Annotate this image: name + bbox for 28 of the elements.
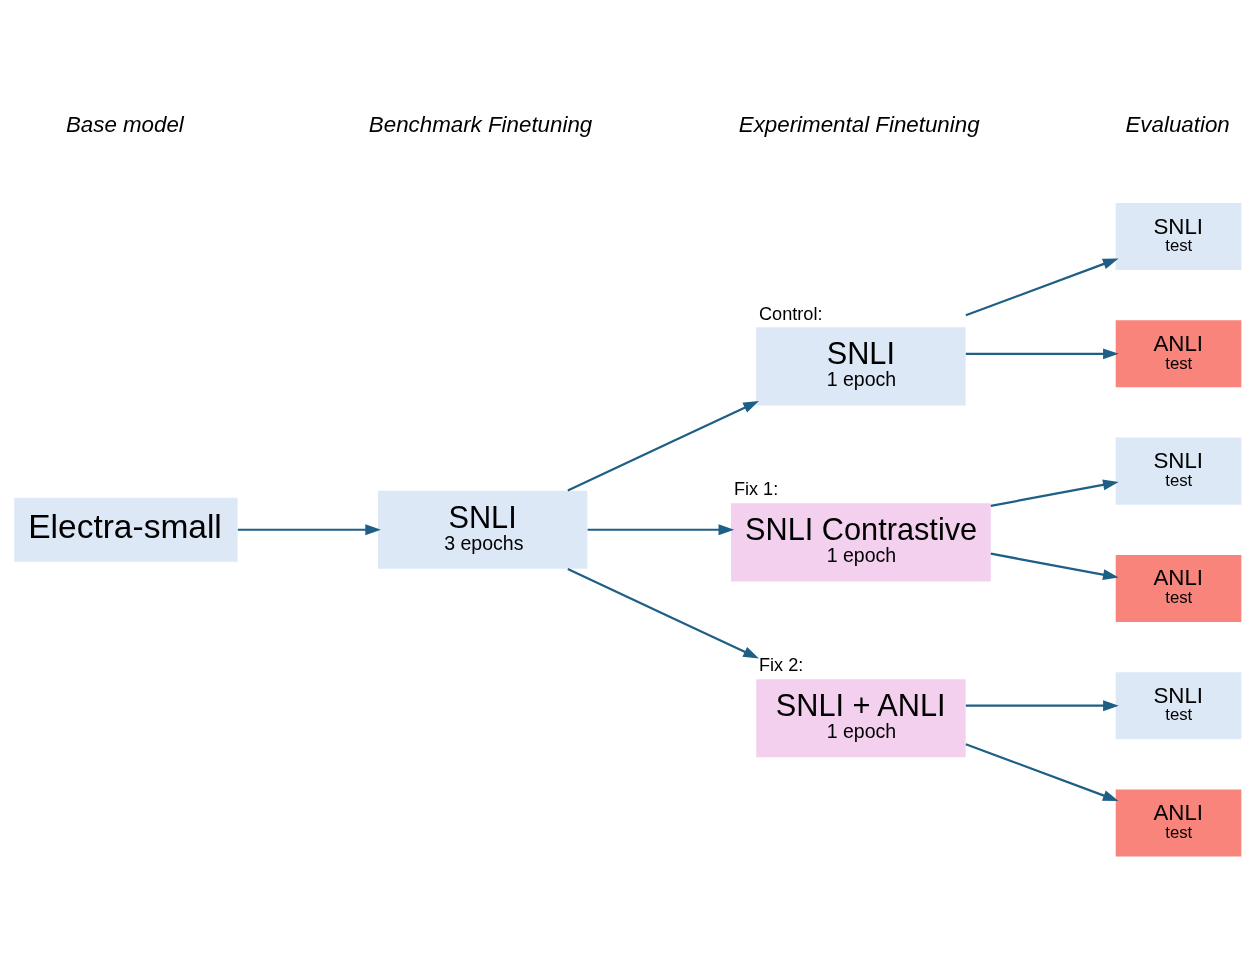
node-box: SNLI Contrastive 1 epoch: [731, 502, 991, 581]
node-box: SNLI 1 epoch: [756, 326, 966, 405]
arrow: [990, 552, 1119, 580]
node-box: ANLI test: [1115, 554, 1242, 622]
arrow: [990, 479, 1119, 507]
arrow: [237, 523, 381, 535]
arrow: [965, 742, 1119, 801]
node-box: SNLI 3 epochs: [377, 490, 588, 569]
node-box: ANLI test: [1115, 319, 1242, 387]
label: Benchmark Finetuning: [368, 111, 593, 137]
arrow: [567, 567, 759, 659]
node-box: ANLI test: [1115, 788, 1242, 856]
node-box: Electra-small: [14, 497, 238, 562]
node-label: Fix 1:: [733, 478, 779, 499]
node-box: SNLI test: [1115, 202, 1242, 270]
label: Base model: [65, 111, 184, 137]
arrow: [567, 400, 759, 491]
arrow: [965, 347, 1119, 359]
node-box: SNLI test: [1115, 671, 1242, 739]
node-label: Fix 2:: [759, 654, 804, 675]
arrow: [965, 257, 1119, 316]
arrow: [587, 523, 735, 535]
node-label: Control:: [759, 303, 823, 324]
label: Experimental Finetuning: [738, 111, 980, 137]
arrow: [965, 699, 1119, 711]
label: Evaluation: [1125, 111, 1230, 137]
node-box: SNLI + ANLI 1 epoch: [756, 678, 966, 757]
node-box: SNLI test: [1115, 437, 1242, 505]
